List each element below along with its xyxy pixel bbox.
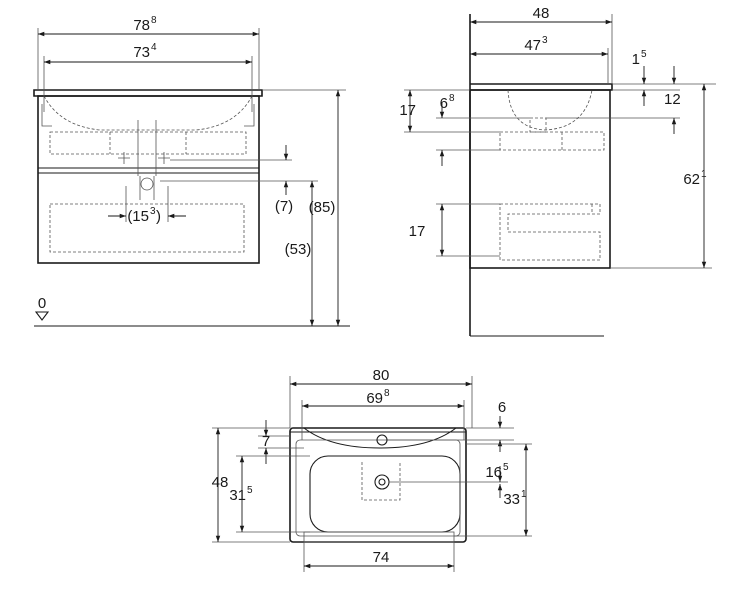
label-front-basin-width: 73	[133, 44, 150, 61]
label-top-back-edge: 6	[498, 399, 506, 416]
label-front-siphon: (15	[127, 208, 149, 225]
top-cabinet-outline	[303, 531, 455, 543]
side-view: 48 47 3 1 5 12 62 1 17 6 8	[399, 5, 716, 337]
label-front-drawer-height: (53)	[285, 241, 312, 258]
top-back-curve	[303, 427, 457, 449]
label-top-front-offset: 33	[503, 491, 520, 508]
label-top-inner-width-sup: 8	[384, 388, 390, 399]
label-front-siphon-sup: 3	[150, 206, 156, 217]
top-drain-center	[378, 478, 386, 486]
front-connection-marks	[118, 152, 170, 164]
label-top-front-offset-sup: 1	[521, 489, 527, 500]
label-side-upper-drawer: 17	[399, 102, 416, 119]
front-drain-lines	[139, 176, 155, 200]
front-brackets	[41, 104, 255, 127]
floor-level-marker	[34, 311, 50, 321]
top-drain	[374, 474, 390, 490]
label-top-drain-depth-sup: 5	[247, 485, 253, 496]
label-side-unit-height-sup: 1	[701, 169, 707, 180]
top-view: 80 69 8 6 7 48 31 5 16 5	[212, 367, 532, 572]
front-upper-drawer-inner	[49, 131, 247, 155]
front-siphon-trap	[140, 177, 154, 191]
top-basin-outline	[289, 427, 467, 543]
side-lower-drawer	[499, 203, 601, 261]
label-side-drain-offset: 6	[440, 95, 448, 112]
label-top-overall-width: 80	[373, 367, 390, 384]
label-side-basin-depth-sup: 3	[542, 35, 548, 46]
label-top-inner-width: 69	[366, 390, 383, 407]
front-basin-rim	[33, 89, 263, 97]
label-side-drain-offset-sup: 8	[449, 93, 455, 104]
label-side-lower-drawer: 17	[409, 223, 426, 240]
label-front-gap: (7)	[275, 198, 293, 215]
top-rim-inner	[295, 439, 461, 537]
top-inner-bowl	[309, 455, 461, 533]
label-top-drain-offset: 16	[485, 464, 502, 481]
label-side-rim-offset: 1	[632, 51, 640, 68]
top-drain-housing	[361, 462, 401, 501]
side-drain	[529, 117, 547, 133]
label-side-rim-height: 12	[664, 91, 681, 108]
front-cabinet-body	[37, 95, 260, 264]
label-side-depth: 48	[533, 5, 550, 22]
label-front-overall-width: 78	[133, 17, 150, 34]
front-view: 78 8 73 4 (85) (53) (7) (15 3 ) 0	[33, 15, 350, 327]
label-side-rim-offset-sup: 5	[641, 49, 647, 60]
front-siphon-pipes	[137, 120, 157, 176]
label-top-drain-depth: 31	[229, 487, 246, 504]
front-lower-drawer-inner	[49, 203, 245, 253]
side-cabinet-body	[469, 89, 611, 269]
label-front-siphon-tail: )	[156, 208, 161, 225]
label-front-basin-width-sup: 4	[151, 42, 157, 53]
side-basin-rim	[470, 83, 613, 91]
side-basin-bowl	[507, 89, 593, 131]
label-side-basin-depth: 47	[524, 37, 541, 54]
label-top-drain-offset-sup: 5	[503, 462, 509, 473]
label-top-overall-depth: 48	[212, 474, 229, 491]
label-side-unit-height: 62	[683, 171, 700, 188]
front-basin-bowl	[43, 95, 253, 131]
side-upper-drawer	[499, 131, 605, 151]
label-front-overall-width-sup: 8	[151, 15, 157, 26]
top-tap-hole	[376, 434, 388, 446]
label-top-cabinet-width: 74	[373, 549, 390, 566]
label-floor-level: 0	[38, 295, 46, 312]
label-front-total-height: (85)	[309, 199, 336, 216]
label-top-tap-offset: 7	[262, 433, 270, 450]
